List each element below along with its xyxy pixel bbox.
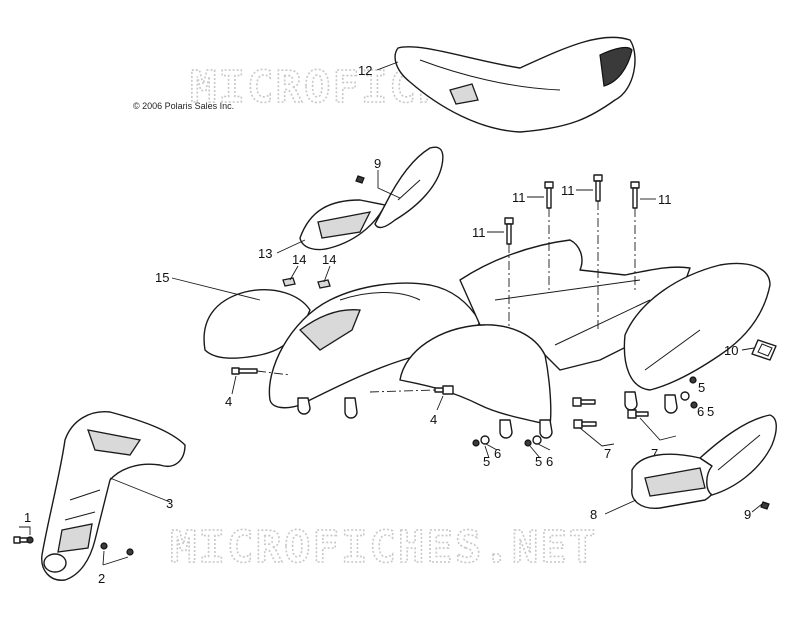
- callout-9-lower: 9: [744, 507, 751, 522]
- bolt-11-d[interactable]: [630, 181, 640, 209]
- main-body-part-15[interactable]: [203, 239, 771, 439]
- screw-9-upper[interactable]: [355, 175, 365, 184]
- screw-2-a[interactable]: [100, 542, 108, 550]
- front-cover-part-3[interactable]: [41, 411, 186, 581]
- callout-2: 2: [98, 571, 105, 586]
- bolt-7-b[interactable]: [572, 397, 596, 407]
- callout-7-b: 7: [651, 446, 658, 461]
- callout-1: 1: [24, 510, 31, 525]
- callout-3: 3: [166, 496, 173, 511]
- bolt-7-c[interactable]: [627, 409, 649, 419]
- screw-9-lower[interactable]: [760, 501, 770, 510]
- nut-5-c[interactable]: [689, 376, 697, 384]
- washer-6-b[interactable]: [532, 435, 542, 445]
- callout-6-a: 6: [494, 446, 501, 461]
- callout-8: 8: [590, 507, 597, 522]
- nut-5-b[interactable]: [524, 439, 532, 447]
- nut-5-d[interactable]: [690, 401, 698, 409]
- callout-4-right: 4: [430, 412, 437, 427]
- callout-14-left: 14: [292, 252, 306, 267]
- callout-5-a: 5: [483, 454, 490, 469]
- seat-part[interactable]: [394, 36, 636, 133]
- callout-10: 10: [724, 343, 738, 358]
- bolt-11-b[interactable]: [544, 181, 554, 209]
- washer-6-c[interactable]: [680, 391, 690, 401]
- callout-11-b: 11: [512, 190, 526, 205]
- screw-4-left[interactable]: [231, 367, 258, 375]
- screw-4-right[interactable]: [434, 385, 454, 395]
- callout-13: 13: [258, 246, 272, 261]
- bolt-11-c[interactable]: [593, 174, 603, 202]
- callout-11-c: 11: [561, 183, 575, 198]
- callout-14-right: 14: [322, 252, 336, 267]
- copyright-text: © 2006 Polaris Sales Inc.: [133, 101, 234, 111]
- callout-15: 15: [155, 270, 169, 285]
- side-panel-part-13[interactable]: [299, 146, 444, 251]
- screw-1[interactable]: [13, 536, 29, 544]
- bolt-11-a[interactable]: [504, 217, 514, 245]
- bolt-7-a[interactable]: [573, 419, 597, 429]
- callout-6-c: 6: [697, 404, 704, 419]
- callout-5-d: 5: [707, 404, 714, 419]
- screw-2-b[interactable]: [126, 548, 134, 556]
- pad-part-10[interactable]: [751, 339, 777, 361]
- callout-5-c: 5: [698, 380, 705, 395]
- callout-4-left: 4: [225, 394, 232, 409]
- nut-5-a[interactable]: [472, 439, 480, 447]
- callout-9-upper: 9: [374, 156, 381, 171]
- side-panel-part-8[interactable]: [631, 414, 777, 509]
- callout-12: 12: [358, 63, 372, 78]
- clip-14-left[interactable]: [282, 277, 296, 287]
- watermark-bottom: MICROFICHES.NET: [170, 522, 597, 573]
- washer-1[interactable]: [26, 536, 34, 544]
- callout-5-b: 5: [535, 454, 542, 469]
- callout-11-a: 11: [472, 225, 486, 240]
- callout-11-d: 11: [658, 192, 672, 207]
- callout-6-b: 6: [546, 454, 553, 469]
- callout-7-a: 7: [604, 446, 611, 461]
- washer-6-a[interactable]: [480, 435, 490, 445]
